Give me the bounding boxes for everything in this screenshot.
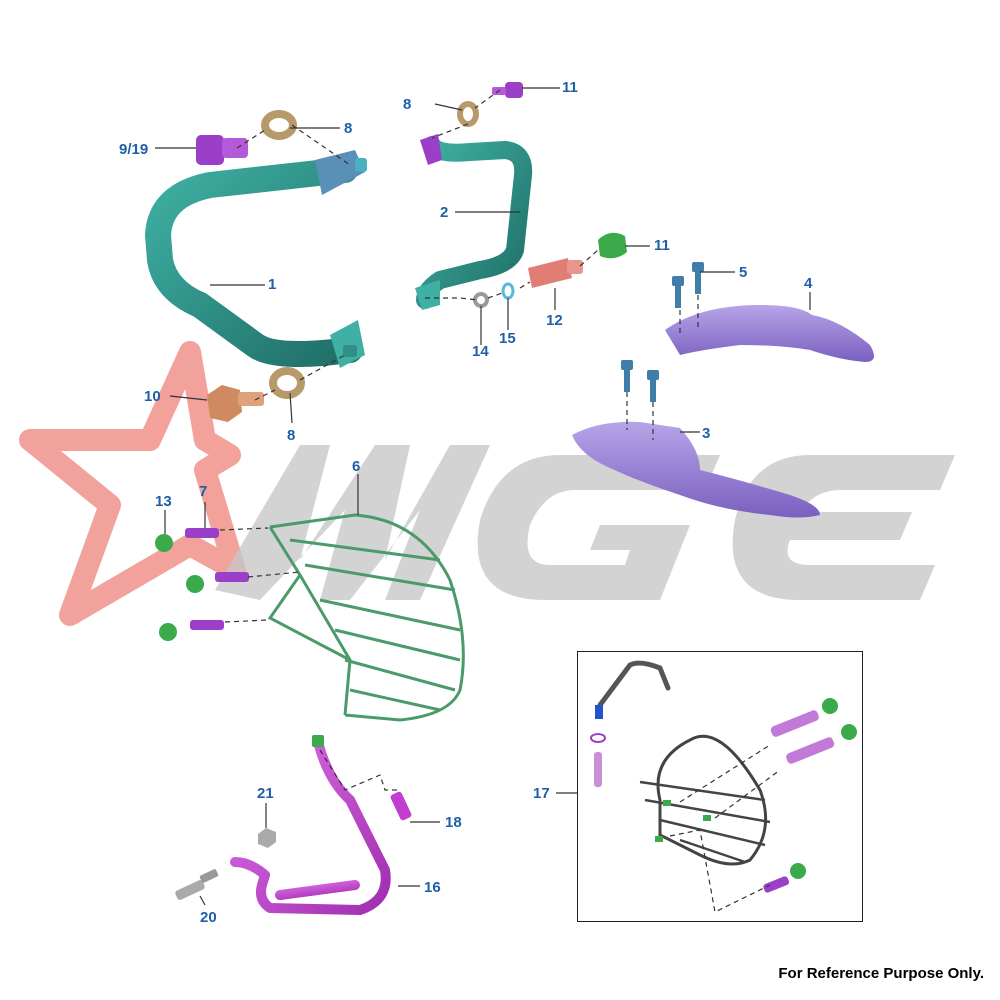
watermark-star: [19, 341, 246, 626]
side-carrier-6: [267, 513, 465, 722]
watermark-logo: [19, 341, 955, 626]
watermark-letter-g: [477, 455, 720, 600]
watermark-letter-m: [215, 445, 490, 600]
label-16: 16: [424, 879, 441, 896]
bolt-9-19: [196, 135, 248, 165]
inset-rack-17: [590, 660, 857, 913]
label-8-bottom: 8: [287, 427, 296, 444]
watermark-letter-e: [732, 455, 955, 600]
washer-8-top-right: [457, 101, 479, 127]
label-17: 17: [533, 785, 550, 802]
washer-14: [473, 292, 489, 308]
label-15: 15: [499, 330, 516, 347]
inset-box-17: [577, 651, 863, 922]
label-18: 18: [445, 814, 462, 831]
label-8-top-right: 8: [403, 96, 412, 113]
label-8-top-left: 8: [344, 120, 353, 137]
label-6: 6: [352, 458, 361, 475]
grab-rail-4: [665, 305, 874, 362]
label-13: 13: [155, 493, 172, 510]
reference-footnote: For Reference Purpose Only.: [778, 965, 984, 982]
label-12: 12: [546, 312, 563, 329]
nut-21: [258, 828, 276, 848]
bolts-5: [672, 262, 704, 308]
cap-11: [598, 232, 627, 259]
label-7: 7: [199, 483, 208, 500]
label-11-top: 11: [562, 79, 578, 96]
caps-13: [155, 534, 204, 641]
label-5: 5: [739, 264, 748, 281]
label-3: 3: [702, 425, 711, 442]
rail-16: [230, 737, 391, 915]
grab-rail-3: [572, 421, 820, 518]
leader-lines: [155, 87, 811, 906]
crash-guard-left: [145, 150, 367, 368]
bolts-7: [185, 528, 249, 630]
bolt-10: [207, 385, 264, 422]
label-11-cap: 11: [654, 237, 670, 254]
bolt-18: [390, 791, 412, 821]
bolts-3: [621, 360, 659, 402]
bolt-20: [175, 869, 219, 900]
label-4: 4: [804, 275, 813, 292]
label-1: 1: [268, 276, 277, 293]
dashed-connectors: [219, 89, 699, 791]
washer-8-top-left: [261, 110, 297, 140]
washer-15: [501, 282, 515, 300]
label-14: 14: [472, 343, 489, 360]
spacer-12: [528, 258, 583, 288]
bolt-11-top: [492, 82, 523, 98]
label-10: 10: [144, 388, 161, 405]
label-9-19: 9/19: [119, 141, 149, 158]
label-2: 2: [440, 204, 449, 221]
label-21: 21: [257, 785, 274, 802]
label-20: 20: [200, 909, 217, 926]
washer-8-bottom: [269, 367, 305, 399]
